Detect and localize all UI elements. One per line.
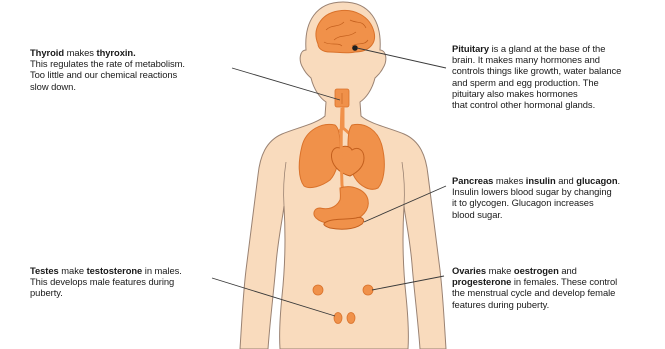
ovaries-text-run: progesterone <box>452 276 511 287</box>
thyroid-text-run: Thyroid <box>30 47 64 58</box>
ovaries-text-run: make <box>486 265 514 276</box>
pancreas-text-run: and <box>556 175 577 186</box>
thyroid-text-run: thyroxin. <box>97 47 136 58</box>
pituitary-annotation-line: pituitary also makes hormones <box>452 88 621 99</box>
testes-text-run: testosterone <box>87 265 143 276</box>
pituitary-text-run: is a gland at the base of the <box>489 43 605 54</box>
testes-text-run: This develops male features during <box>30 276 174 287</box>
pituitary-text-run: and sperm and egg production. The <box>452 77 599 88</box>
thyroid-annotation-line: Thyroid makes thyroxin. <box>30 47 185 58</box>
pituitary-text-run: Pituitary <box>452 43 489 54</box>
pancreas-annotation: Pancreas makes insulin and glucagon.Insu… <box>452 175 620 220</box>
pituitary-annotation-line: brain. It makes many hormones and <box>452 54 621 65</box>
thyroid-annotation-line: This regulates the rate of metabolism. <box>30 58 185 69</box>
pancreas-text-run: . <box>618 175 621 186</box>
ovaries-annotation-line: progesterone in females. These control <box>452 276 617 287</box>
testes-text-run: make <box>59 265 87 276</box>
thyroid-text-run: This regulates the rate of metabolism. <box>30 58 185 69</box>
testes-annotation: Testes make testosterone in males.This d… <box>30 265 182 299</box>
ovaries-annotation-line: Ovaries make oestrogen and <box>452 265 617 276</box>
thyroid-text-run: Too little and our chemical reactions <box>30 69 177 80</box>
pituitary-annotation-line: Pituitary is a gland at the base of the <box>452 43 621 54</box>
ovary-right <box>363 285 373 295</box>
pancreas-text-run: blood sugar. <box>452 209 502 220</box>
pituitary-annotation-line: controls things like growth, water balan… <box>452 65 621 76</box>
pancreas-text-run: Pancreas <box>452 175 493 186</box>
pancreas-text-run: insulin <box>526 175 556 186</box>
pituitary-text-run: brain. It makes many hormones and <box>452 54 600 65</box>
thyroid-text-run: makes <box>64 47 96 58</box>
pancreas-text-run: it to glycogen. Glucagon increases <box>452 197 594 208</box>
pituitary-annotation-line: that control other hormonal glands. <box>452 99 621 110</box>
ovary-left <box>313 285 323 295</box>
pancreas-text-run: makes <box>493 175 525 186</box>
testes-annotation-line: puberty. <box>30 287 182 298</box>
ovaries-text-run: the menstrual cycle and develop female <box>452 287 615 298</box>
ovaries-text-run: features during puberty. <box>452 299 549 310</box>
pancreas-annotation-line: Pancreas makes insulin and glucagon. <box>452 175 620 186</box>
ovaries-text-run: oestrogen <box>514 265 559 276</box>
testis-right <box>347 313 355 324</box>
pancreas-annotation-line: Insulin lowers blood sugar by changing <box>452 186 620 197</box>
pituitary-gland <box>352 45 358 51</box>
pituitary-text-run: controls things like growth, water balan… <box>452 65 621 76</box>
thyroid-annotation-line: slow down. <box>30 81 185 92</box>
thyroid-gland <box>335 89 349 107</box>
testes-annotation-line: Testes make testosterone in males. <box>30 265 182 276</box>
thyroid-annotation-line: Too little and our chemical reactions <box>30 69 185 80</box>
ovaries-text-run: Ovaries <box>452 265 486 276</box>
thyroid-text-run: slow down. <box>30 81 76 92</box>
testes-annotation-line: This develops male features during <box>30 276 182 287</box>
pancreas-annotation-line: it to glycogen. Glucagon increases <box>452 197 620 208</box>
ovaries-annotation-line: the menstrual cycle and develop female <box>452 287 617 298</box>
pituitary-text-run: that control other hormonal glands. <box>452 99 595 110</box>
ovaries-text-run: in females. These control <box>511 276 617 287</box>
pancreas-text-run: Insulin lowers blood sugar by changing <box>452 186 612 197</box>
testes-text-run: Testes <box>30 265 59 276</box>
testes-text-run: puberty. <box>30 287 63 298</box>
thyroid-annotation: Thyroid makes thyroxin.This regulates th… <box>30 47 185 92</box>
pancreas-annotation-line: blood sugar. <box>452 209 620 220</box>
pituitary-text-run: pituitary also makes hormones <box>452 88 578 99</box>
pituitary-annotation-line: and sperm and egg production. The <box>452 77 621 88</box>
testis-left <box>334 313 342 324</box>
ovaries-annotation-line: features during puberty. <box>452 299 617 310</box>
ovaries-text-run: and <box>559 265 577 276</box>
testes-text-run: in males. <box>142 265 182 276</box>
pancreas-text-run: glucagon <box>576 175 617 186</box>
